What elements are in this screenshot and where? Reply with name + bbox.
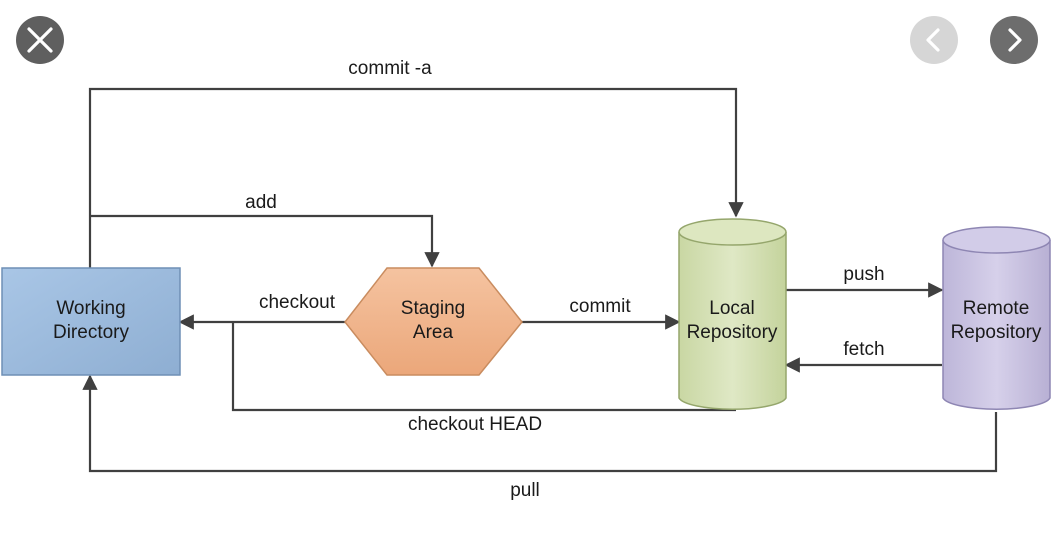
working-directory-label-line2: Directory <box>53 322 130 343</box>
chevron-left-icon <box>926 28 940 52</box>
staging-area-label-line1: Staging <box>401 298 465 319</box>
staging-area-label-line2: Area <box>413 322 454 343</box>
remote-repository-node: Remote Repository <box>942 226 1051 410</box>
local-repository-label-line2: Repository <box>687 322 778 343</box>
fetch-label: fetch <box>843 339 884 360</box>
checkout-head-label: checkout HEAD <box>408 414 542 435</box>
remote-repository-label-line1: Remote <box>963 298 1030 319</box>
pull-arrow <box>82 374 998 473</box>
next-button[interactable] <box>990 16 1038 64</box>
push-label: push <box>843 264 884 285</box>
pull-label: pull <box>510 480 540 501</box>
close-button[interactable] <box>16 16 64 64</box>
commit-a-label: commit -a <box>348 58 432 79</box>
chevron-right-icon <box>1008 28 1022 52</box>
working-directory-label-line1: Working <box>56 298 125 319</box>
add-label: add <box>245 192 277 213</box>
close-icon <box>27 27 53 53</box>
remote-repository-label-line2: Repository <box>951 322 1042 343</box>
local-repository-node: Local Repository <box>678 218 787 410</box>
commit-label: commit <box>569 296 631 317</box>
previous-button[interactable] <box>910 16 958 64</box>
checkout-head-line <box>231 322 736 412</box>
local-repository-label-line1: Local <box>709 298 754 319</box>
checkout-label: checkout <box>259 292 336 313</box>
add-arrow <box>90 214 440 268</box>
commit-a-arrow <box>88 87 744 268</box>
working-directory-node: Working Directory <box>1 267 181 376</box>
staging-area-node: Staging Area <box>344 267 523 376</box>
